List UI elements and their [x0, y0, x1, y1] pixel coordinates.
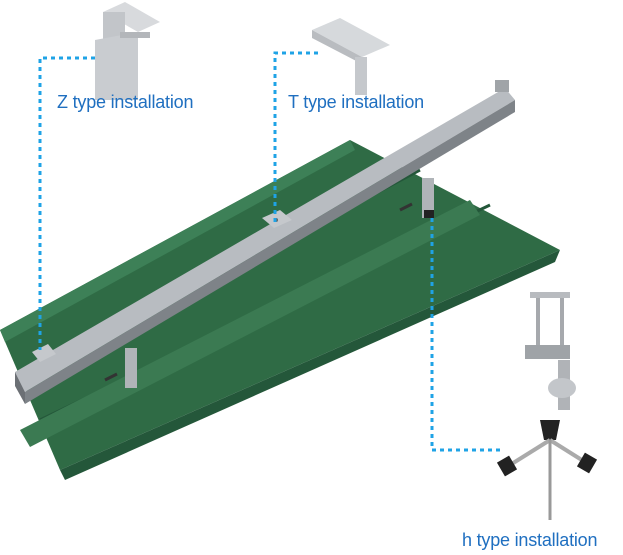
rail-end-clamp — [495, 80, 509, 92]
z-type-label: Z type installation — [57, 92, 194, 112]
z-clamp-on-rail — [32, 344, 56, 362]
mounting-rail — [15, 80, 515, 404]
h-bracket-on-roof — [104, 178, 434, 388]
t-type-label: T type installation — [288, 92, 424, 112]
t-type-clamp-part — [312, 18, 390, 95]
z-type-leader-line — [38, 56, 95, 350]
z-type-clamp-part — [95, 2, 160, 100]
green-roof-panel — [0, 140, 560, 480]
t-type-leader-line — [273, 51, 318, 222]
leader-lines — [38, 51, 502, 452]
h-type-leader-line — [430, 218, 502, 452]
h-type-bracket-part — [496, 292, 598, 520]
h-type-label: h type installation — [462, 530, 598, 550]
